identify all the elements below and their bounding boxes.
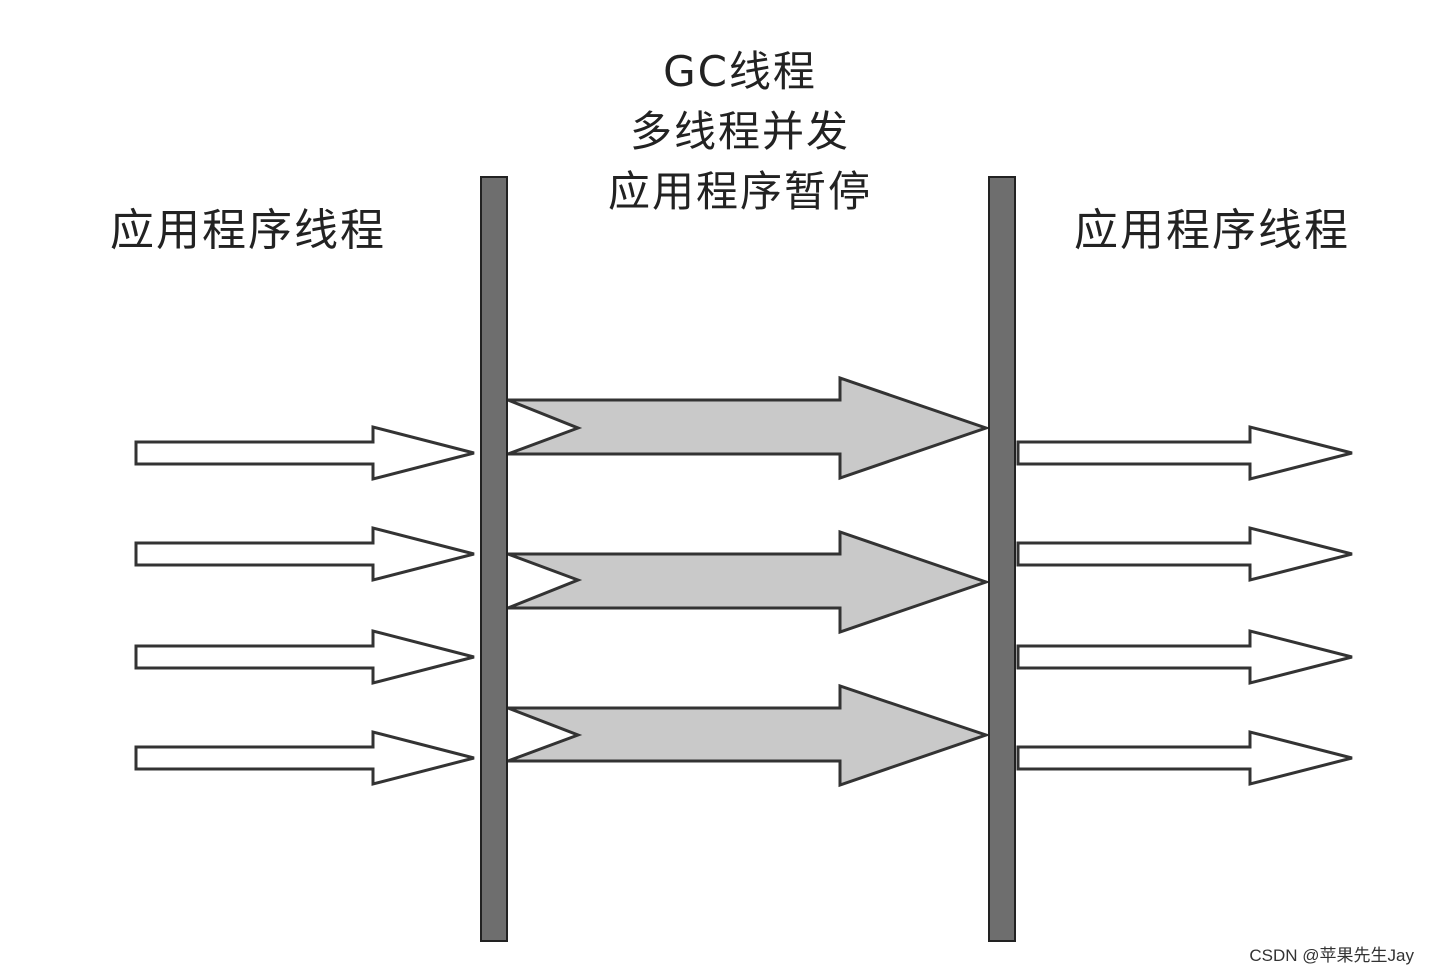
right-app-thread-arrow-1 xyxy=(1016,425,1353,481)
left-app-threads-label: 应用程序线程 xyxy=(110,205,386,256)
pause-start-bar xyxy=(480,176,508,942)
right-app-thread-arrow-2 xyxy=(1016,526,1353,582)
left-app-thread-arrows xyxy=(134,425,475,786)
left-app-thread-arrow-1 xyxy=(134,425,475,481)
source-watermark: CSDN @苹果先生Jay xyxy=(1249,946,1414,965)
gc-thread-arrows xyxy=(507,375,991,788)
gc-phase-label: GC线程 多线程并发 应用程序暂停 xyxy=(520,42,960,222)
left-app-thread-arrow-4 xyxy=(134,730,475,786)
gc-phase-line-1: GC线程 xyxy=(663,47,817,96)
gc-thread-arrow-1 xyxy=(507,375,991,481)
right-app-thread-arrows xyxy=(1016,425,1353,786)
pause-end-bar xyxy=(988,176,1016,942)
right-app-threads-label: 应用程序线程 xyxy=(1074,205,1350,256)
left-app-thread-arrow-3 xyxy=(134,629,475,685)
gc-thread-arrow-2 xyxy=(507,529,991,635)
left-app-thread-arrow-2 xyxy=(134,526,475,582)
right-app-thread-arrow-3 xyxy=(1016,629,1353,685)
gc-phase-line-2: 多线程并发 xyxy=(629,107,850,156)
right-app-thread-arrow-4 xyxy=(1016,730,1353,786)
gc-thread-arrow-3 xyxy=(507,683,991,788)
gc-phase-line-3: 应用程序暂停 xyxy=(607,167,872,216)
